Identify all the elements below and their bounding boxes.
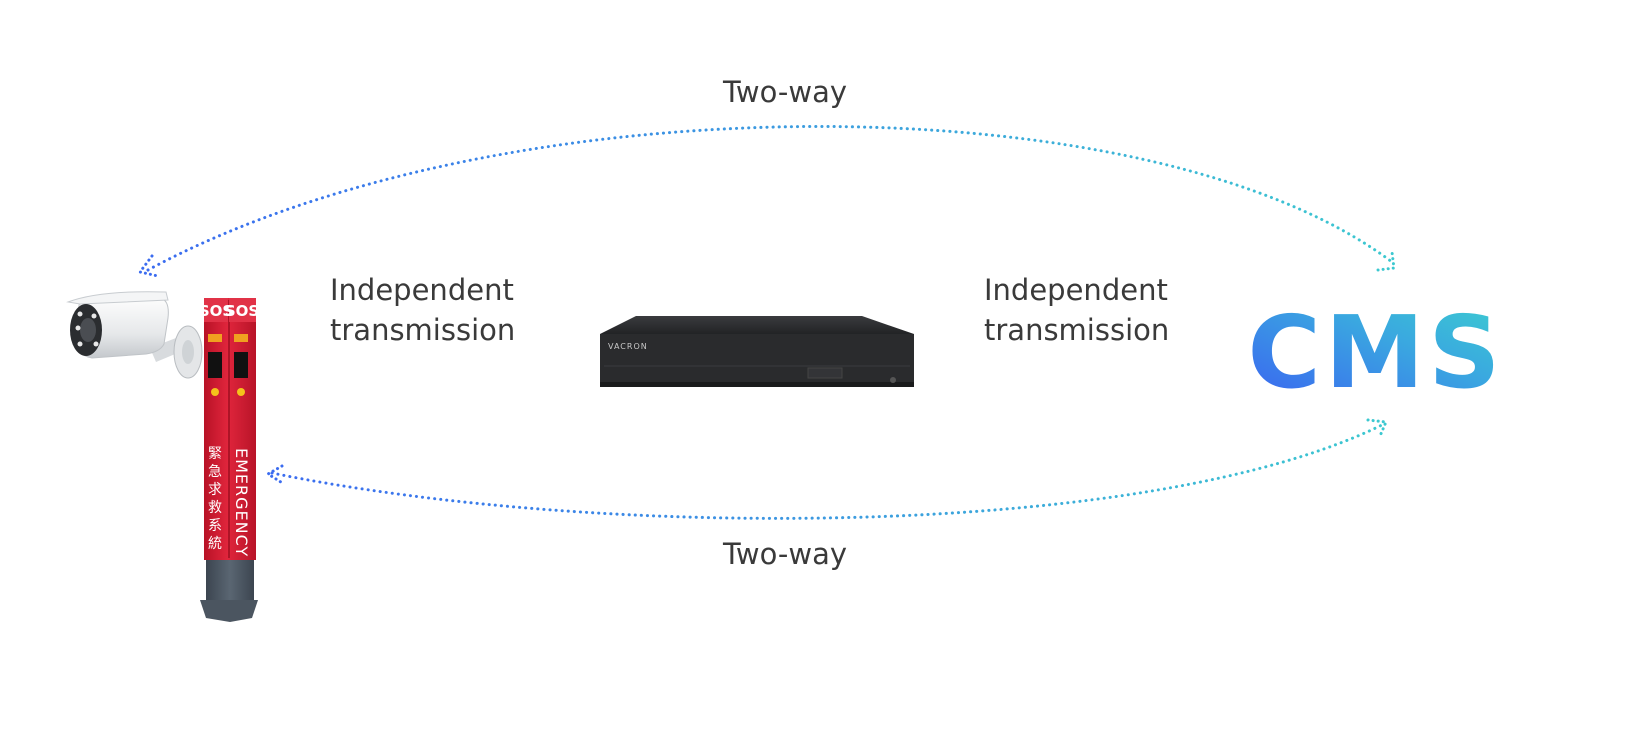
- camera-lens: [80, 318, 96, 342]
- pole-sos-right: SOS: [225, 302, 259, 320]
- nvr-front-panel-flap: [807, 367, 843, 379]
- emergency-sos-pole: SOS SOS EMERGENCY 緊 急 求 救 系 統: [199, 298, 259, 622]
- camera-mount-arm: [150, 338, 180, 362]
- bottom-arc-line: [270, 422, 1386, 520]
- pole-base: [206, 558, 254, 602]
- right-link-label-line1: Independent: [984, 273, 1168, 307]
- camera-ir-led-4: [91, 313, 97, 319]
- nvr-top-face: [600, 316, 914, 334]
- pole-vertical-english: EMERGENCY: [232, 448, 251, 557]
- pole-sos-box-left: [204, 298, 228, 322]
- top-arc-arrowhead-right: [1376, 250, 1396, 272]
- cctv-camera-icon: [66, 291, 203, 379]
- pole-cn-char-1: 緊: [208, 446, 222, 462]
- pole-label-plate-right: [234, 334, 248, 342]
- bottom-two-way-link: Two-way: [265, 418, 1389, 571]
- pole-speaker-panel-left: [208, 352, 222, 378]
- bottom-arc-arrowhead-left: [265, 464, 286, 486]
- camera-ir-led-1: [77, 311, 83, 317]
- left-independent-link: Independent transmission: [274, 273, 580, 357]
- camera-ir-led-3: [77, 341, 83, 347]
- pole-vertical-chinese: 緊 急 求 救 系 統: [208, 446, 222, 552]
- pole-cn-char-5: 系: [208, 518, 222, 534]
- pole-cn-char-2: 急: [208, 464, 222, 480]
- pole-sos-left: SOS: [199, 302, 233, 320]
- pole-cn-char-3: 求: [208, 482, 222, 498]
- pole-sos-box-right: [229, 298, 256, 322]
- left-link-label-line1: Independent: [330, 273, 514, 307]
- pole-cn-char-4: 救: [208, 500, 222, 516]
- camera-sun-shield: [66, 291, 169, 305]
- top-arc-line: [146, 125, 1394, 272]
- pole-foot: [200, 600, 258, 622]
- camera-ir-led-2: [75, 325, 81, 331]
- top-two-way-label: Two-way: [722, 75, 847, 109]
- pole-cn-char-6: 統: [208, 536, 222, 552]
- nvr-front-face: [600, 334, 914, 386]
- right-independent-link: Independent transmission: [942, 273, 1202, 357]
- camera-ir-led-5: [93, 341, 99, 347]
- right-link-label-line2: transmission: [984, 313, 1169, 347]
- left-link-label-line2: transmission: [330, 313, 515, 347]
- pole-button-left: [211, 388, 219, 396]
- nvr-bottom-strip: [600, 382, 914, 387]
- cms-label: CMS: [1248, 294, 1505, 411]
- bottom-arc-arrowhead-right: [1366, 418, 1389, 438]
- bottom-two-way-label: Two-way: [722, 537, 847, 571]
- top-two-way-link: Two-way: [137, 75, 1396, 278]
- camera-mount-plate-center: [182, 340, 194, 364]
- pole-label-plate-left: [208, 334, 222, 342]
- nvr-power-button: [890, 377, 896, 383]
- top-arc-arrowhead-left: [137, 254, 160, 278]
- nvr-recorder-icon: VACRON: [600, 316, 914, 387]
- nvr-brand-label: VACRON: [608, 342, 648, 351]
- pole-speaker-panel-right: [234, 352, 248, 378]
- pole-button-right: [237, 388, 245, 396]
